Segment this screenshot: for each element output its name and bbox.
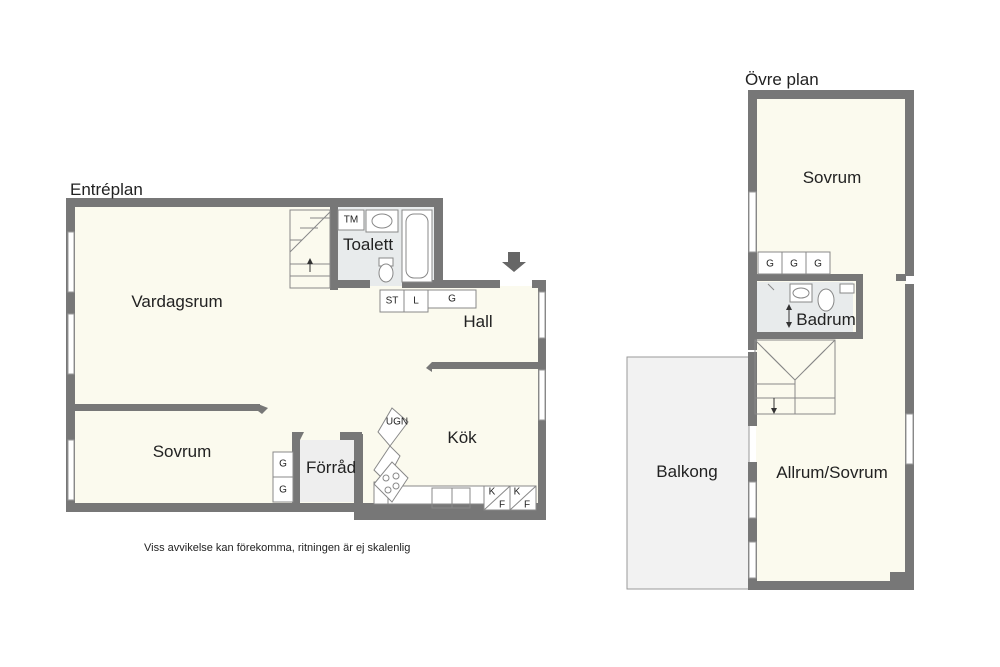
- upper-floor-title: Övre plan: [745, 70, 819, 89]
- room-label-allrum: Allrum/Sovrum: [776, 463, 888, 482]
- room-label-sovrum-upper: Sovrum: [802, 168, 862, 187]
- ground-floor: [66, 198, 546, 520]
- wall-top-left: [66, 198, 442, 207]
- room-label-toalett: Toalett: [342, 235, 394, 254]
- fixture-label-g-forrad-2: G: [279, 484, 287, 496]
- room-label-forrad: Förråd: [305, 458, 357, 477]
- window: [538, 369, 546, 421]
- window: [67, 439, 75, 501]
- room-label-badrum: Badrum: [796, 310, 856, 329]
- balcony-floor: [626, 356, 750, 590]
- fixture-label-f2: F: [523, 499, 531, 511]
- room-label-balkong: Balkong: [656, 462, 718, 481]
- fixture-label-f1: F: [498, 499, 506, 511]
- fixture-label-st: ST: [385, 295, 399, 307]
- fixture-label-tm: TM: [343, 214, 359, 226]
- fixture-label-g-upper-3: G: [814, 258, 822, 270]
- stairs-icon: [754, 339, 836, 415]
- disclaimer-text: Viss avvikelse kan förekomma, ritningen …: [144, 542, 411, 554]
- room-label-hall: Hall: [463, 312, 493, 331]
- toilet-icon: [378, 263, 394, 283]
- fixture-label-g-forrad-1: G: [279, 458, 287, 470]
- room-label-sovrum-ground: Sovrum: [152, 442, 212, 461]
- window: [67, 313, 75, 375]
- window: [538, 291, 546, 339]
- fixture-label-g-upper-1: G: [766, 258, 774, 270]
- storage-floor: [300, 440, 360, 502]
- fixture-label-g-hall: G: [448, 293, 456, 305]
- bathtub: [401, 209, 433, 283]
- fixture-label-l: L: [413, 295, 419, 307]
- entrance-arrow-icon: [502, 252, 526, 272]
- ground-floor-title: Entréplan: [70, 180, 143, 199]
- upper-floor: [626, 90, 914, 590]
- fixture-label-ugn: UGN: [385, 416, 409, 428]
- room-label-kok: Kök: [447, 428, 477, 447]
- fixture-label-k2: K: [513, 486, 521, 498]
- sink-icon: [431, 487, 471, 509]
- toilet-icon: [817, 288, 835, 312]
- fixture-label-k1: K: [488, 486, 496, 498]
- room-label-vardagsrum: Vardagsrum: [131, 292, 223, 311]
- window: [67, 231, 75, 293]
- fixture-label-g-upper-2: G: [790, 258, 798, 270]
- stove-icon: [373, 461, 409, 503]
- stairs-icon: [289, 209, 331, 289]
